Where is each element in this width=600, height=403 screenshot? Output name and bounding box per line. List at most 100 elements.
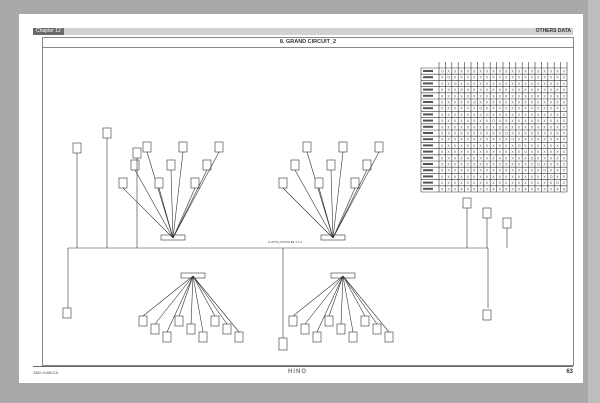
row-label <box>423 175 433 178</box>
table-cell: X <box>518 119 521 123</box>
table-cell: X <box>556 138 559 142</box>
wire <box>332 151 344 239</box>
table-cell: X <box>467 119 470 123</box>
table-cell: X <box>543 76 546 80</box>
table-cell: X <box>454 101 457 105</box>
table-cell: X <box>563 94 566 98</box>
table-cell: X <box>505 181 508 185</box>
table-cell: X <box>518 125 521 129</box>
connector-box <box>348 331 358 343</box>
table-cell: X <box>556 107 559 111</box>
table-cell: X <box>486 156 489 160</box>
connector-box <box>102 127 112 139</box>
table-cell: X <box>531 107 534 111</box>
table-cell: X <box>550 88 553 92</box>
wire <box>172 151 184 239</box>
table-cell: X <box>492 175 495 179</box>
wire <box>172 169 208 239</box>
connector-box <box>150 323 160 335</box>
connector-box <box>362 159 372 171</box>
table-cell: X <box>447 132 450 136</box>
table-cell: X <box>531 82 534 86</box>
table-cell: X <box>524 181 527 185</box>
table-cell: X <box>511 169 514 173</box>
table-cell: X <box>460 119 463 123</box>
table-cell: X <box>524 132 527 136</box>
connector-box <box>302 141 312 153</box>
table-cell: X <box>543 82 546 86</box>
table-cell: X <box>518 132 521 136</box>
table-cell: X <box>492 156 495 160</box>
connector-box <box>234 331 244 343</box>
table-cell: X <box>479 70 482 74</box>
table-cell: X <box>479 76 482 80</box>
table-cell: X <box>499 187 502 191</box>
table-cell: X <box>505 107 508 111</box>
table-cell: X <box>447 70 450 74</box>
table-cell: X <box>511 181 514 185</box>
table-cell: X <box>524 76 527 80</box>
table-cell: X <box>511 119 514 123</box>
table-cell: X <box>447 150 450 154</box>
table-cell: X <box>499 101 502 105</box>
table-cell: X <box>556 82 559 86</box>
table-cell: X <box>518 70 521 74</box>
connector-box <box>162 331 172 343</box>
table-cell: O <box>479 107 482 111</box>
table-cell: X <box>511 125 514 129</box>
table-cell: O <box>486 113 489 117</box>
table-cell: X <box>556 88 559 92</box>
wire <box>294 169 334 239</box>
table-cell: X <box>447 107 450 111</box>
table-cell: X <box>499 163 502 167</box>
table-cell: X <box>543 187 546 191</box>
hino-logo: HINO <box>288 369 307 375</box>
table-cell: X <box>441 181 444 185</box>
table-cell: X <box>537 76 540 80</box>
table-cell: X <box>524 107 527 111</box>
connector-box <box>118 177 128 189</box>
table-cell: X <box>563 113 566 117</box>
table-cell: X <box>518 76 521 80</box>
table-cell: X <box>486 169 489 173</box>
table-cell: X <box>460 76 463 80</box>
row-label <box>423 150 433 153</box>
table-cell: X <box>447 187 450 191</box>
table-cell: X <box>447 82 450 86</box>
table-cell: O <box>454 82 457 86</box>
table-cell: X <box>505 156 508 160</box>
scrollbar[interactable] <box>588 0 600 403</box>
table-cell: X <box>537 181 540 185</box>
table-cell: X <box>467 88 470 92</box>
table-cell: X <box>505 150 508 154</box>
table-cell: X <box>467 76 470 80</box>
table-cell: X <box>556 132 559 136</box>
wire <box>340 275 344 325</box>
table-cell: X <box>563 169 566 173</box>
table-cell: X <box>467 107 470 111</box>
table-cell: X <box>492 82 495 86</box>
table-cell: X <box>537 132 540 136</box>
table-cell: X <box>447 175 450 179</box>
table-cell: X <box>543 144 546 148</box>
table-cell: O <box>543 169 546 173</box>
connector-box <box>198 331 208 343</box>
table-cell: X <box>524 88 527 92</box>
table-cell: X <box>479 101 482 105</box>
table-cell: X <box>479 144 482 148</box>
connector-box <box>482 309 492 321</box>
table-cell: X <box>505 163 508 167</box>
table-cell: X <box>543 88 546 92</box>
table-cell: X <box>524 187 527 191</box>
table-cell: X <box>531 88 534 92</box>
table-cell: X <box>518 138 521 142</box>
table-cell: X <box>499 88 502 92</box>
table-cell: X <box>473 181 476 185</box>
table-cell: X <box>550 169 553 173</box>
table-cell: X <box>454 169 457 173</box>
table-cell: X <box>460 144 463 148</box>
table-cell: X <box>467 144 470 148</box>
table-cell: X <box>518 101 521 105</box>
table-cell: X <box>447 101 450 105</box>
